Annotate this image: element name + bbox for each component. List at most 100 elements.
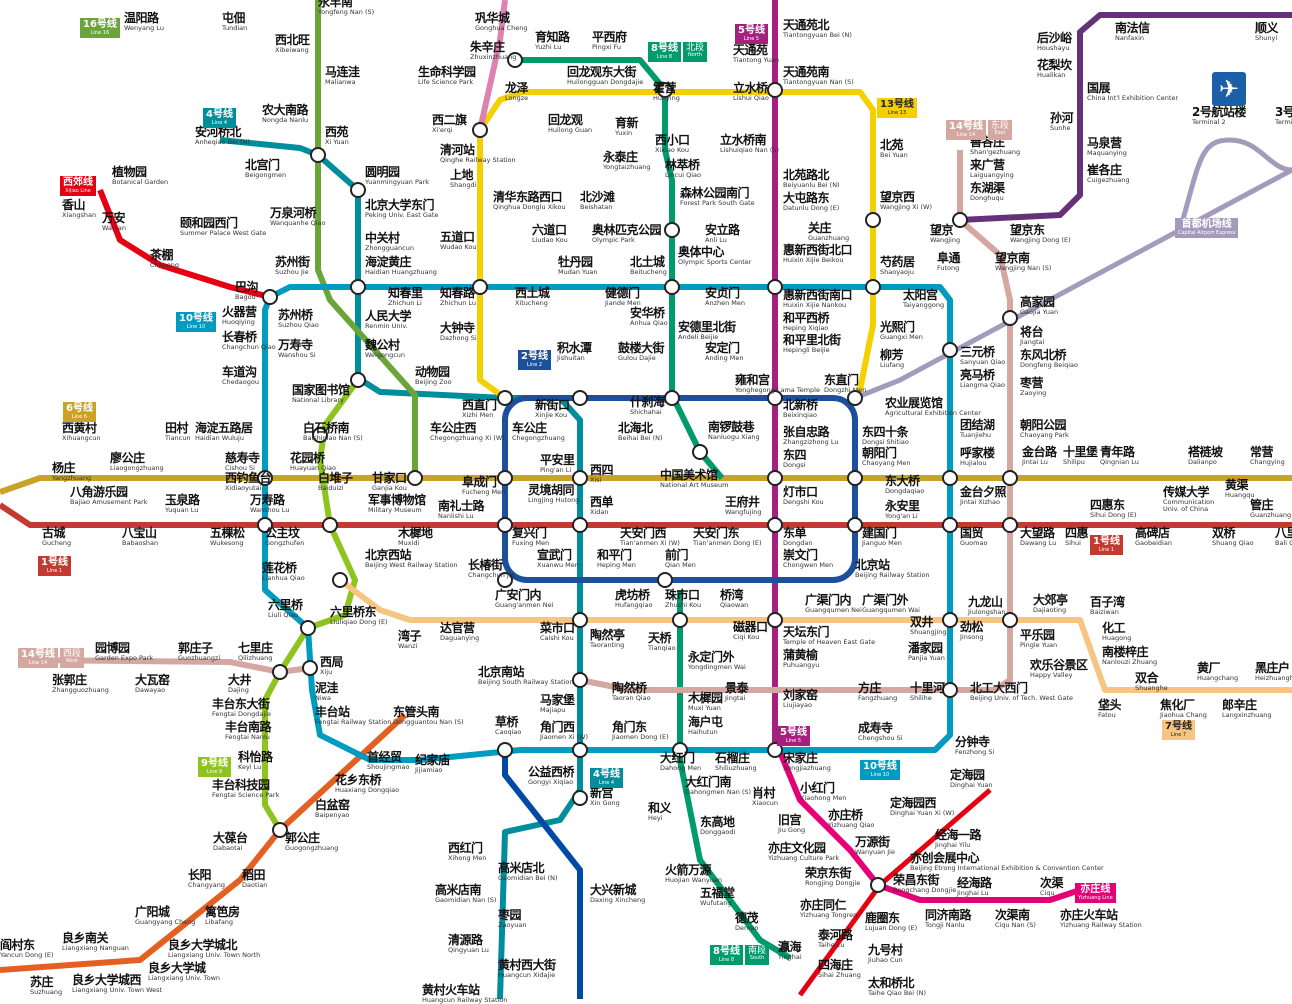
- interchange-station-icon[interactable]: [497, 742, 513, 758]
- interchange-station-icon[interactable]: [350, 279, 366, 295]
- interchange-station-icon[interactable]: [767, 517, 783, 533]
- interchange-station-icon[interactable]: [942, 342, 958, 358]
- interchange-station-icon[interactable]: [942, 517, 958, 533]
- interchange-station-icon[interactable]: [672, 612, 688, 628]
- interchange-station-icon[interactable]: [272, 822, 288, 838]
- interchange-station-icon[interactable]: [572, 672, 588, 688]
- interchange-station-icon[interactable]: [942, 470, 958, 486]
- station-label[interactable]: 黑庄户Heizhuanghu: [1255, 662, 1292, 682]
- interchange-station-icon[interactable]: [664, 390, 680, 406]
- interchange-station-icon[interactable]: [497, 470, 513, 486]
- interchange-station-icon[interactable]: [847, 470, 863, 486]
- interchange-station-icon[interactable]: [952, 212, 968, 228]
- interchange-station-icon[interactable]: [767, 742, 783, 758]
- interchange-station-icon[interactable]: [572, 517, 588, 533]
- interchange-station-icon[interactable]: [572, 470, 588, 486]
